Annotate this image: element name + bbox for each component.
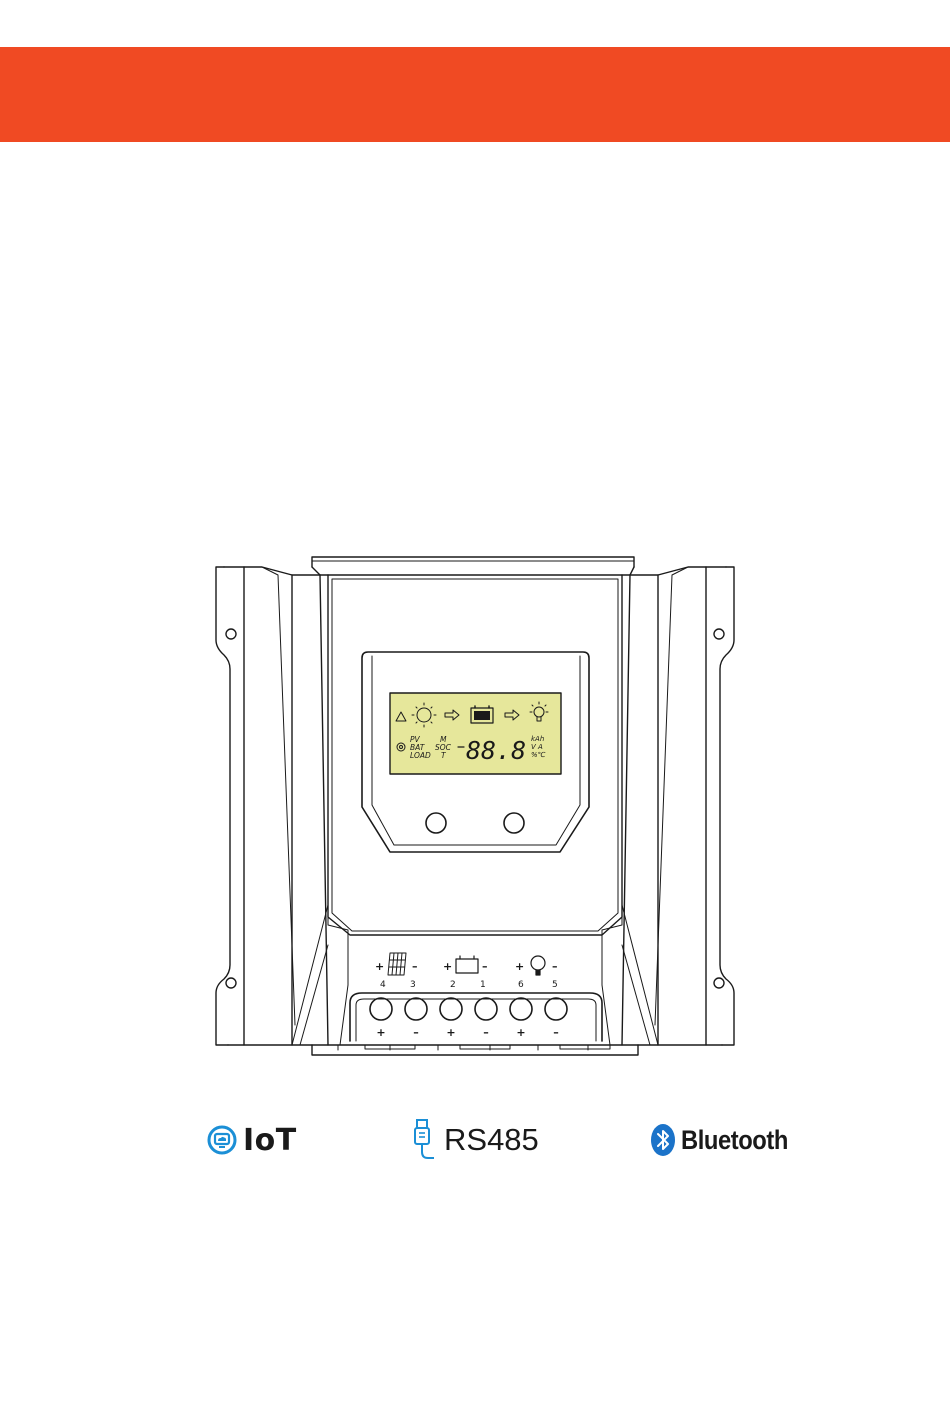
terminal-bulb-icon [531, 956, 545, 975]
menu-button-right[interactable] [504, 813, 524, 833]
mounting-hole [226, 629, 236, 639]
polarity-label: – [413, 1026, 419, 1039]
polarity-label: – [483, 1026, 489, 1039]
terminal-number-2: 2 [450, 980, 456, 990]
terminal-plus-1: + [375, 960, 384, 973]
terminal-block [350, 993, 602, 1041]
rs485-label: RS485 [444, 1122, 539, 1158]
bluetooth-label: Bluetooth [681, 1125, 788, 1156]
solar-panel-icon [388, 953, 406, 975]
terminal-plus-2: + [443, 960, 452, 973]
terminal-plus-3: + [515, 960, 524, 973]
menu-button-left[interactable] [426, 813, 446, 833]
header-banner [0, 47, 950, 142]
terminal-screw-4[interactable] [370, 998, 392, 1020]
lcd-digits: 88.8 [466, 736, 526, 765]
terminal-battery-icon [456, 956, 478, 973]
right-mounting-flange [706, 567, 734, 1045]
mounting-hole [714, 629, 724, 639]
polarity-label: – [553, 1026, 559, 1039]
polarity-label: + [446, 1026, 455, 1039]
terminal-minus-1: – [412, 960, 418, 973]
polarity-label: + [376, 1026, 385, 1039]
terminal-minus-3: – [552, 960, 558, 973]
lcd-unit-temp: %℃ [531, 751, 546, 759]
terminal-screw-1[interactable] [475, 998, 497, 1020]
top-lip [312, 557, 634, 567]
terminal-number-6: 6 [518, 980, 524, 990]
iot-label: IoT [243, 1123, 297, 1158]
feature-logos: IoT RS485 Bluetooth [0, 1110, 950, 1170]
mounting-hole [714, 978, 724, 988]
terminal-number-3: 3 [410, 980, 416, 990]
mounting-hole [226, 978, 236, 988]
bluetooth-icon [650, 1123, 676, 1157]
rs485-logo: RS485 [410, 1110, 539, 1170]
terminal-number-5: 5 [552, 980, 558, 990]
lcd-label-load: LOAD [410, 751, 431, 760]
lcd-unit-kah: kAh [531, 735, 544, 743]
charge-controller-drawing: PV BAT LOAD M SOC T 88.8 kAh V A %℃ [200, 545, 750, 1065]
lcd-unit-va: V A [531, 743, 543, 751]
terminal-screw-6[interactable] [510, 998, 532, 1020]
polarity-label: + [516, 1026, 525, 1039]
usb-cable-icon [410, 1118, 436, 1162]
left-mounting-flange [216, 567, 244, 1045]
terminal-screw-5[interactable] [545, 998, 567, 1020]
bluetooth-logo: Bluetooth [650, 1110, 802, 1170]
body-shell [244, 567, 706, 1055]
terminal-screw-3[interactable] [405, 998, 427, 1020]
terminal-number-1: 1 [480, 980, 486, 990]
terminal-minus-2: – [482, 960, 488, 973]
terminal-number-4: 4 [380, 980, 386, 990]
iot-logo: IoT [207, 1110, 297, 1170]
terminal-screw-2[interactable] [440, 998, 462, 1020]
iot-cloud-icon [207, 1125, 237, 1155]
